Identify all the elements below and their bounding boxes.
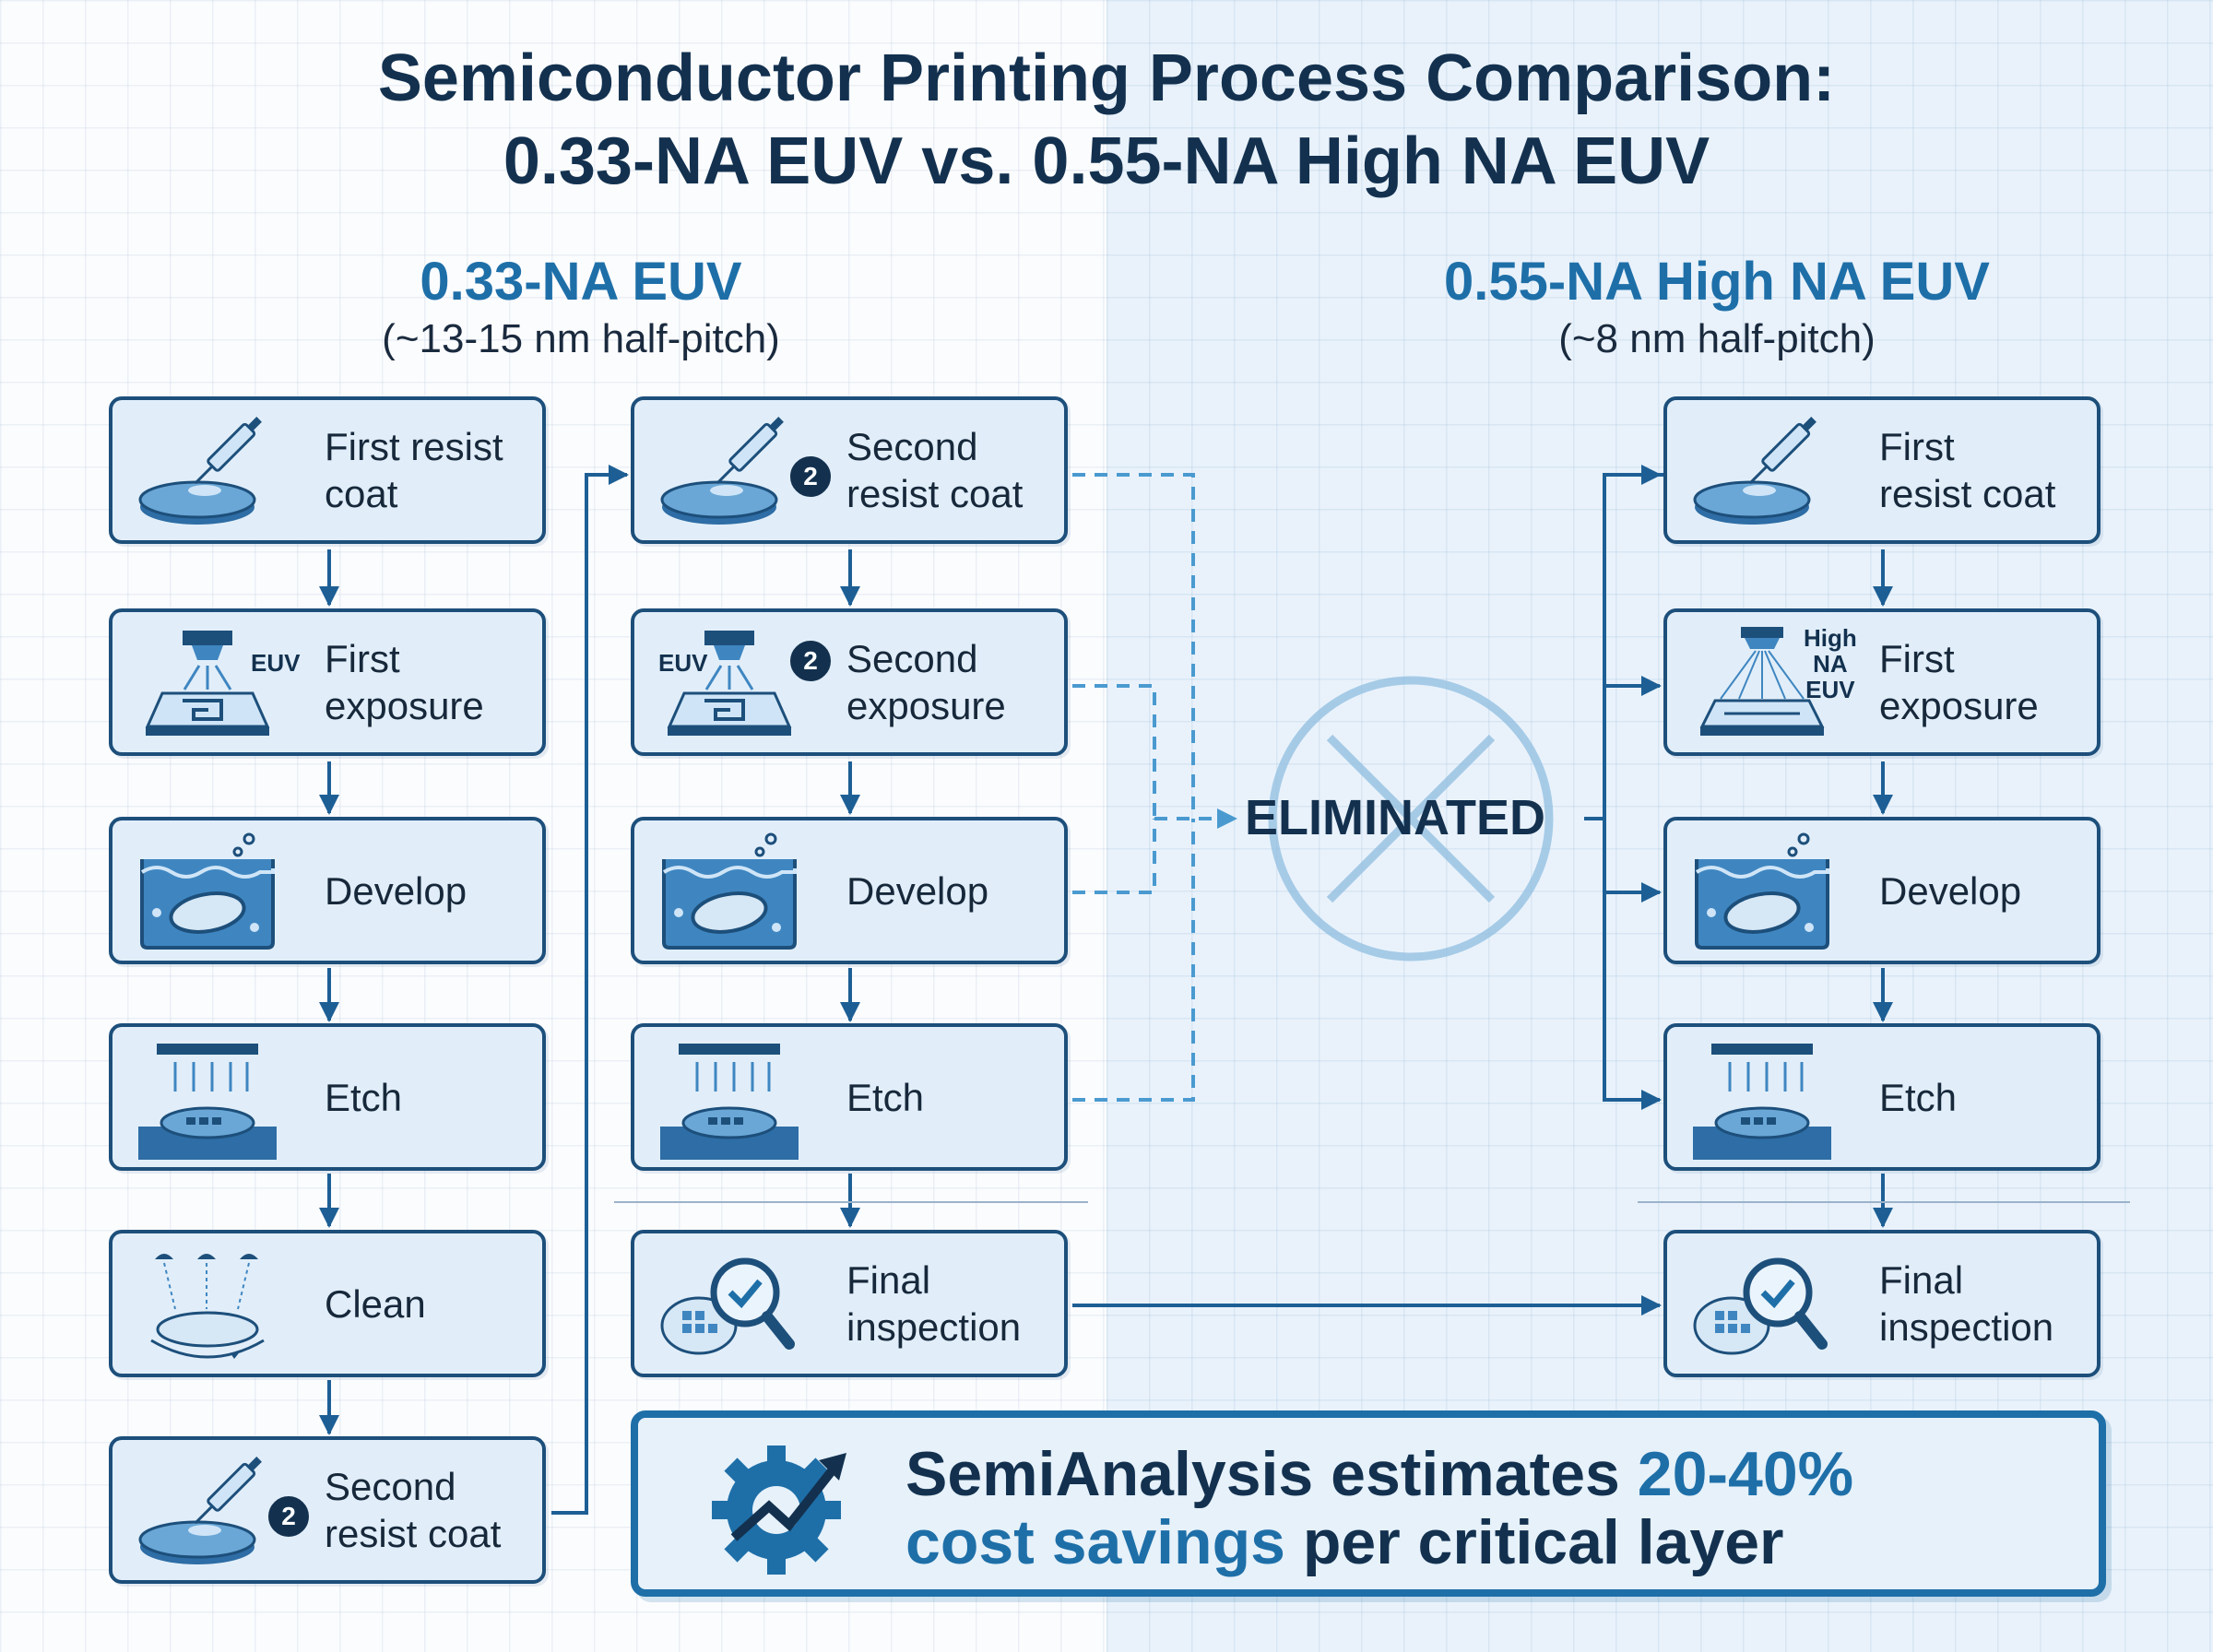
process-step-left-col2-3: Develop [631,817,1068,964]
develop-bath-icon [1693,832,1831,953]
step-label-line-1: First [1879,637,1955,680]
develop-bath-icon [660,832,799,953]
step-label-line-1: Etch [846,1075,925,1119]
step-label-line-2: exposure [846,684,1006,727]
inspection-magnifier-icon [660,1245,799,1366]
step-label-line-2: inspection [1879,1305,2054,1349]
euv-tag: EUV [658,649,708,677]
step-label-line-1: Etch [325,1075,403,1119]
step-label-line-2: exposure [1879,684,2039,727]
step-number-badge: 2 [266,1493,312,1540]
callout-percent: 20-40% [1637,1439,1854,1509]
step-label-line-2: coat [325,472,398,515]
step-label: Develop [325,820,531,961]
cost-savings-callout: SemiAnalysis estimates 20-40% cost savin… [631,1410,2106,1597]
step-label-line-1: Clean [325,1281,426,1326]
resist-coat-icon [138,411,277,533]
step-label: Etch [325,1027,531,1167]
title-line-1: Semiconductor Printing Process Compariso… [377,41,1836,115]
step-label-line-1: Second [325,1465,456,1508]
euv-exposure-icon [138,623,277,745]
step-label-line-1: First [325,637,400,680]
process-step-left-col1-4: Etch [109,1023,546,1171]
callout-cost-savings: cost savings [905,1507,1285,1577]
resist-coat-icon [1693,411,1831,533]
etch-icon [1693,1038,1831,1160]
left-column-header: 0.33-NA EUV (~13-15 nm half-pitch) [258,251,904,365]
step-label-line-1: Develop [325,868,467,913]
clean-spray-icon [138,1245,277,1366]
step-label-line-2: exposure [325,684,484,727]
step-number-badge: 2 [787,638,834,684]
eliminated-label: ELIMINATED [1245,790,1545,845]
left-header-name: 0.33-NA EUV [420,252,742,312]
inspection-magnifier-icon [1693,1245,1831,1366]
step-label-line-2: resist coat [325,1512,502,1555]
process-step-right-col-3: Develop [1663,817,2101,964]
left-header-sub: (~13-15 nm half-pitch) [382,316,780,361]
step-label-line-2: resist coat [1879,472,2056,515]
step-label-line-1: Second [846,425,978,468]
resist-coat-icon [660,411,799,533]
step-label: Clean [325,1233,531,1374]
title-line-2: 0.33-NA EUV vs. 0.55-NA High NA EUV [503,124,1710,198]
etch-icon [138,1038,277,1160]
step-label-line-1: Final [846,1258,931,1302]
step-label-line-2: inspection [846,1305,1022,1349]
step-number-badge: 2 [787,454,834,500]
process-step-left-col1-3: Develop [109,817,546,964]
process-step-left-col2-4: Etch [631,1023,1068,1171]
callout-part1: SemiAnalysis estimates [905,1439,1638,1509]
callout-part2: per critical layer [1284,1507,1784,1577]
step-label-line-2: resist coat [846,472,1024,515]
step-label: Etch [846,1027,1053,1167]
step-label-line-1: First resist [325,425,503,468]
right-column-header: 0.55-NA High NA EUV (~8 nm half-pitch) [1394,251,2040,365]
callout-text: SemiAnalysis estimates 20-40% cost savin… [905,1440,1853,1576]
page-title: Semiconductor Printing Process Compariso… [0,37,2213,203]
euv-tag: EUV [251,649,301,677]
high-na-exposure-icon [1693,623,1831,745]
gear-trend-icon [712,1446,846,1575]
step-label-line-1: Develop [1879,868,2022,913]
step-label-line-1: First [1879,425,1955,468]
resist-coat-icon [138,1451,277,1573]
process-step-right-col-4: Etch [1663,1023,2101,1171]
right-header-sub: (~8 nm half-pitch) [1558,316,1876,361]
step-label: Etch [1879,1027,2086,1167]
eliminated-x-icon [1268,676,1554,962]
step-label-line-1: Etch [1879,1075,1958,1119]
step-label: Develop [846,820,1053,961]
process-step-left-col1-5: Clean [109,1230,546,1377]
right-header-name: 0.55-NA High NA EUV [1444,252,1990,312]
develop-bath-icon [138,832,277,953]
step-label-line-1: Final [1879,1258,1964,1302]
step-label: Develop [1879,820,2086,961]
euv-exposure-icon [660,623,799,745]
step-label-line-1: Develop [846,868,989,913]
etch-icon [660,1038,799,1160]
step-label-line-1: Second [846,637,978,680]
